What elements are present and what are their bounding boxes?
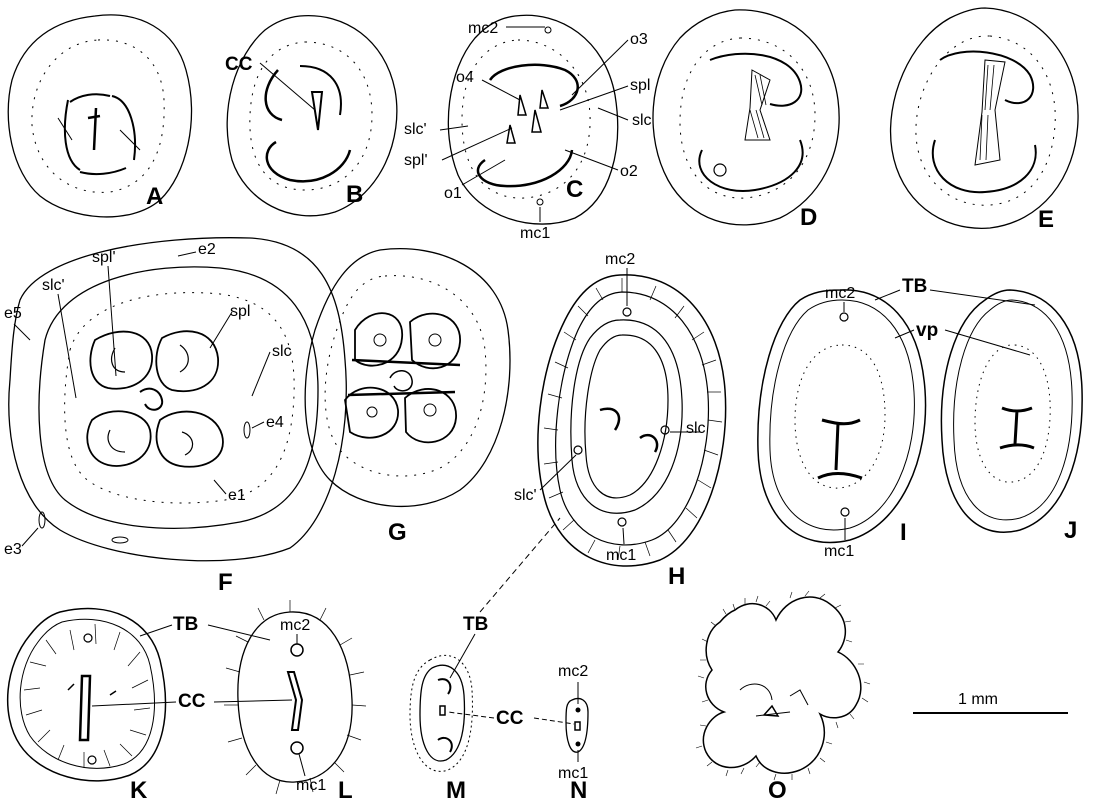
label-spl-c: spl: [630, 77, 650, 94]
label-e1-f: e1: [228, 487, 246, 504]
section-a: [8, 15, 191, 217]
label-o3-c: o3: [630, 31, 648, 48]
label-tb-kl: TB: [173, 614, 198, 635]
label-mc2-i: mc2: [825, 285, 855, 302]
label-cc-b: CC: [225, 54, 253, 75]
label-spl-prime-f: spl': [92, 249, 116, 266]
panel-letter-o: O: [768, 777, 787, 802]
section-e: [891, 8, 1079, 228]
panel-letter-a: A: [146, 183, 163, 210]
panel-letter-e: E: [1038, 206, 1054, 233]
label-tb-m: TB: [463, 614, 488, 635]
label-spl-prime-c: spl': [404, 152, 428, 169]
section-m: [410, 655, 472, 771]
label-slc-f: slc: [272, 343, 292, 360]
label-slc-prime-h: slc': [514, 487, 537, 504]
label-e2-f: e2: [198, 241, 216, 258]
panel-letter-f: F: [218, 569, 233, 596]
label-o4-c: o4: [456, 69, 474, 86]
label-spl-f: spl: [230, 303, 250, 320]
label-o2-c: o2: [620, 163, 638, 180]
label-slc-c: slc: [632, 112, 652, 129]
label-slc-prime-f: slc': [42, 277, 65, 294]
section-g: [305, 249, 510, 507]
label-mc2-l: mc2: [280, 617, 310, 634]
label-cc-mn: CC: [496, 708, 524, 729]
section-c: [448, 15, 617, 224]
section-k: [8, 609, 166, 781]
label-slc-prime-c: slc': [404, 121, 427, 138]
section-b: [227, 16, 397, 216]
label-e3-f: e3: [4, 541, 22, 558]
section-n: [566, 699, 588, 753]
panel-letter-d: D: [800, 204, 817, 231]
label-mc1-i: mc1: [824, 543, 854, 560]
scale-bar-label: 1 mm: [958, 691, 998, 708]
label-mc2-h: mc2: [605, 251, 635, 268]
panel-letter-m: M: [446, 777, 466, 802]
label-mc2-c: mc2: [468, 20, 498, 37]
label-o1-c: o1: [444, 185, 462, 202]
panel-letter-i: I: [900, 519, 907, 546]
section-o: [696, 591, 870, 780]
label-mc1-c: mc1: [520, 225, 550, 242]
label-slc-h: slc: [686, 420, 706, 437]
panel-letter-g: G: [388, 519, 407, 546]
label-mc1-h: mc1: [606, 547, 636, 564]
panel-letter-c: C: [566, 176, 583, 203]
panel-letter-h: H: [668, 563, 685, 590]
label-tb-ij: TB: [902, 276, 927, 297]
panel-letter-j: J: [1064, 517, 1077, 544]
section-i: [758, 290, 926, 543]
panel-letter-k: K: [130, 777, 148, 802]
label-mc1-n: mc1: [558, 765, 588, 782]
label-mc1-l: mc1: [296, 777, 326, 794]
section-d: [653, 10, 839, 225]
label-e4-f: e4: [266, 414, 284, 431]
label-vp-ij: vp: [916, 320, 938, 341]
label-mc2-n: mc2: [558, 663, 588, 680]
section-j: [941, 290, 1082, 532]
label-cc-kl: CC: [178, 691, 206, 712]
panel-letter-b: B: [346, 181, 363, 208]
panel-letter-l: L: [338, 777, 353, 802]
scale-bar: 1 mm: [913, 691, 1068, 713]
label-e5-f: e5: [4, 305, 22, 322]
